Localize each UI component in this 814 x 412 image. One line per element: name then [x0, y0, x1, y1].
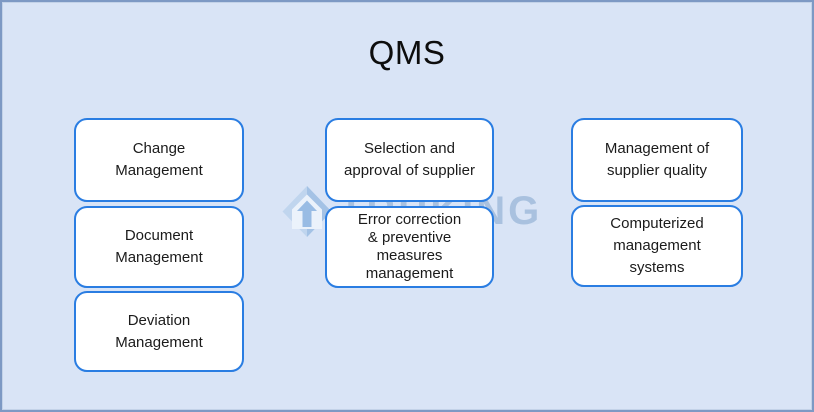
box-label: Management of supplier quality: [604, 140, 710, 179]
box-error-correction-preventive-measures: Error correction & preventive measures m…: [325, 206, 494, 288]
page-title: QMS: [368, 34, 446, 71]
truking-logo-icon: [282, 186, 332, 237]
box-label: Deviation Management: [115, 311, 203, 351]
box-label: Selection and approval of supplier: [344, 140, 475, 179]
box-label: Change Management: [115, 140, 203, 179]
box-label: Document Management: [115, 227, 203, 266]
box-change-management: Change Management: [74, 118, 244, 202]
box-label: Computerized management systems: [610, 215, 704, 276]
box-management-supplier-quality: Management of supplier quality: [571, 118, 743, 202]
box-document-management: Document Management: [74, 206, 244, 288]
box-label: Error correction & preventive measures m…: [357, 211, 462, 282]
box-computerized-management-systems: Computerized management systems: [571, 205, 743, 287]
box-selection-approval-supplier: Selection and approval of supplier: [325, 118, 494, 202]
box-deviation-management: Deviation Management: [74, 291, 244, 372]
